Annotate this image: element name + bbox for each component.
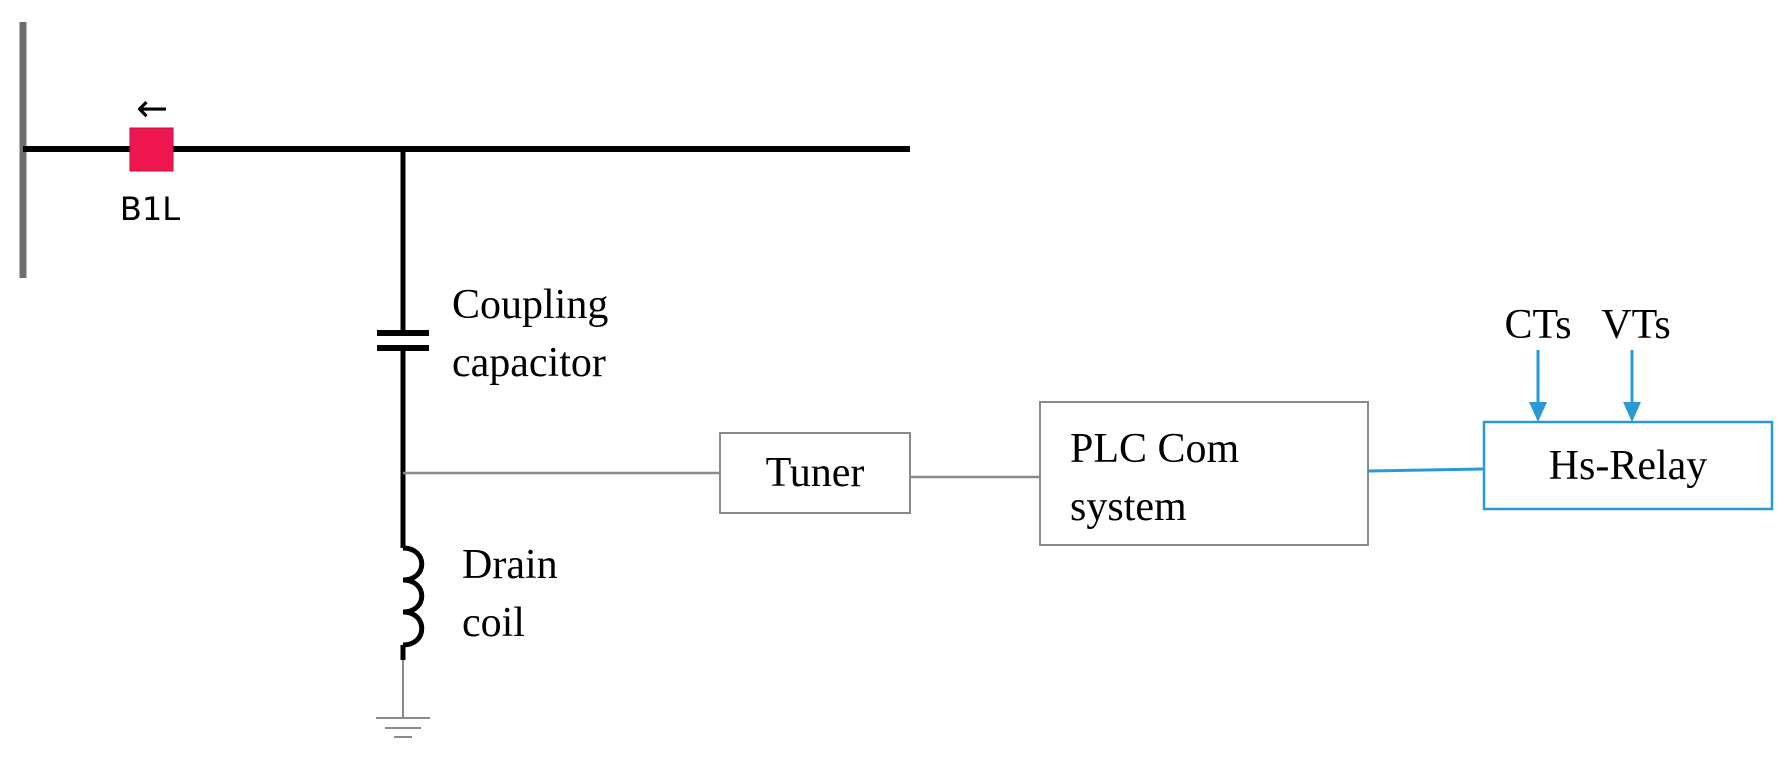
cts-input-arrow: [1529, 350, 1547, 422]
tuner-box[interactable]: [719, 432, 911, 514]
breaker-b1l[interactable]: ← B1L: [120, 86, 180, 228]
signal-line-plc-to-relay: [1367, 467, 1485, 473]
drain-coil-label-line2: coil: [462, 600, 525, 646]
hs-relay-box[interactable]: [1482, 420, 1774, 511]
breaker-symbol[interactable]: [129, 127, 174, 172]
plc-label-line1: PLC Com: [1070, 426, 1240, 472]
hs-relay-label: Hs-Relay: [1549, 443, 1708, 489]
coupling-capacitor-symbol: [377, 330, 429, 351]
cts-label: CTs: [1504, 302, 1571, 348]
hs-relay-block[interactable]: Hs-Relay: [1482, 420, 1774, 511]
tuner-block[interactable]: Tuner: [719, 432, 911, 514]
ground-icon: [376, 717, 430, 738]
plc-com-system-block[interactable]: PLC Com system: [1039, 401, 1369, 546]
vts-input-arrow: [1623, 350, 1641, 422]
breaker-label: B1L: [120, 190, 180, 228]
coupling-capacitor-label-line2: capacitor: [452, 340, 606, 386]
tuner-label: Tuner: [766, 450, 865, 496]
coupling-capacitor-label-line1: Coupling: [452, 282, 608, 328]
breaker-direction-arrow: ←: [136, 86, 168, 130]
plc-com-system-box[interactable]: [1039, 401, 1369, 546]
plc-label-line2: system: [1070, 484, 1187, 530]
drain-coil-symbol: [402, 545, 425, 648]
vts-label: VTs: [1601, 302, 1670, 348]
drain-coil-label-line1: Drain: [462, 542, 558, 588]
